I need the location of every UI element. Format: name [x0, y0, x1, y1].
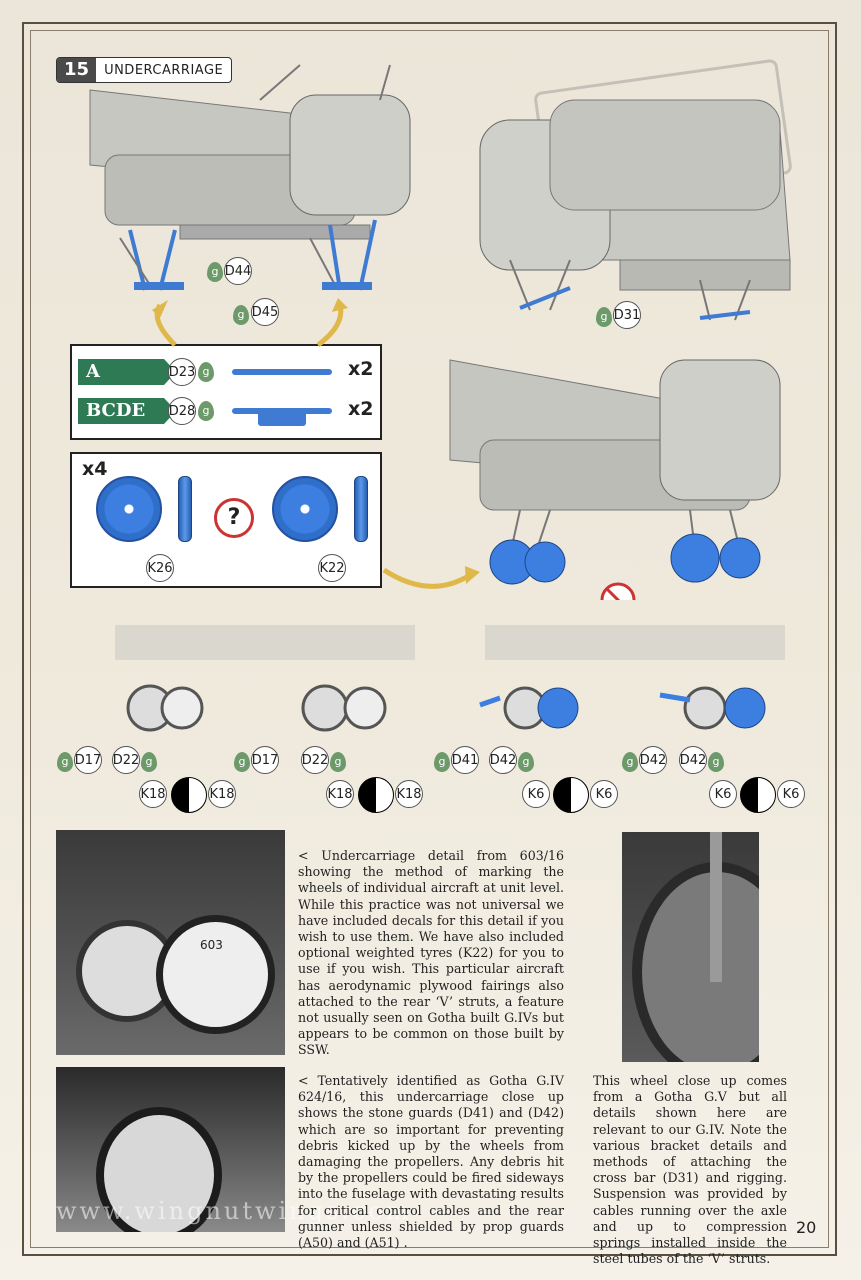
green-marker: g [708, 752, 724, 772]
wheel-k22-face [272, 476, 338, 542]
wheel-quantity: x4 [82, 458, 108, 480]
part-callout-d17-a: D17 [74, 746, 102, 774]
part-callout-d23: D23 [168, 358, 196, 386]
part-callout-d45: D45 [251, 298, 279, 326]
part-callout-k18-b: K18 [208, 780, 236, 808]
parts-box: A D23 g x2 BCDE D28 g x2 [70, 344, 382, 440]
green-marker: g [622, 752, 638, 772]
part-callout-k6-b: K6 [590, 780, 618, 808]
axle-part-a [232, 369, 332, 375]
arrow-icons [152, 298, 480, 589]
option-question-icon: ? [214, 498, 254, 538]
photo-wheel-603: 603 [56, 830, 285, 1055]
wheel-k22-edge [354, 476, 368, 542]
quantity-a: x2 [348, 358, 374, 380]
photo-gotha-gv-wheel [622, 832, 759, 1062]
caption-wheel-markings: < Undercarriage detail from 603/16 showi… [298, 848, 564, 1058]
wheel-k26-edge [178, 476, 192, 542]
green-marker: g [596, 307, 612, 327]
green-marker: g [434, 752, 450, 772]
caption-gotha-gv-wheel: This wheel close up comes from a Gotha G… [593, 1073, 787, 1267]
page-border-inner [30, 30, 829, 1248]
part-callout-k26: K26 [146, 554, 174, 582]
part-callout-k6-d: K6 [777, 780, 805, 808]
step-number: 15 [57, 58, 97, 82]
variant-tag-bcde: BCDE [78, 398, 176, 424]
part-callout-d17-b: D17 [251, 746, 279, 774]
wheel-number-603: 603 [200, 938, 223, 952]
part-callout-d42-b: D42 [639, 746, 667, 774]
green-marker: g [233, 305, 249, 325]
part-callout-k22: K22 [318, 554, 346, 582]
tyre-marking-icon [740, 777, 776, 813]
part-callout-d31: D31 [613, 301, 641, 329]
quantity-bcde: x2 [348, 398, 374, 420]
green-marker: g [234, 752, 250, 772]
assembly-view-top-right [479, 99, 791, 321]
step-title: UNDERCARRIAGE [104, 62, 224, 78]
part-callout-k18-a: K18 [139, 780, 167, 808]
part-callout-k6-c: K6 [709, 780, 737, 808]
photo-stone-guards [56, 1067, 285, 1232]
wheel-options-box: x4 K26 ? K22 [70, 452, 382, 588]
tyre-marking-icon [553, 777, 589, 813]
photo-watermark: www.wingnutwings.com [56, 1197, 412, 1225]
step-header: 15 UNDERCARRIAGE [56, 57, 233, 83]
page-border [22, 22, 837, 1256]
tyre-marking-icon [171, 777, 207, 813]
tyre-marking-icon [358, 777, 394, 813]
assembly-view-middle-right [449, 359, 781, 600]
axle-part-fairing [258, 408, 306, 426]
part-callout-k6-a: K6 [522, 780, 550, 808]
part-callout-d22-b: D22 [301, 746, 329, 774]
part-callout-k18-d: K18 [395, 780, 423, 808]
green-marker: g [198, 401, 214, 421]
green-marker: g [518, 752, 534, 772]
caption-stone-guards: < Tentatively identified as Gotha G.IV 6… [298, 1073, 564, 1251]
green-marker: g [141, 752, 157, 772]
wheel-marking-views [115, 625, 785, 732]
wheel-k26-face [96, 476, 162, 542]
part-callout-d22-a: D22 [112, 746, 140, 774]
green-marker: g [330, 752, 346, 772]
part-callout-d28: D28 [168, 397, 196, 425]
part-callout-k18-c: K18 [326, 780, 354, 808]
part-callout-d44: D44 [224, 257, 252, 285]
variant-tag-a: A [78, 359, 176, 385]
part-callout-d41: D41 [451, 746, 479, 774]
green-marker: g [207, 262, 223, 282]
part-callout-d42-a: D42 [489, 746, 517, 774]
green-marker: g [198, 362, 214, 382]
green-marker: g [57, 752, 73, 772]
assembly-view-top-left [89, 64, 411, 291]
part-callout-d42-c: D42 [679, 746, 707, 774]
page-number: 20 [796, 1218, 817, 1237]
